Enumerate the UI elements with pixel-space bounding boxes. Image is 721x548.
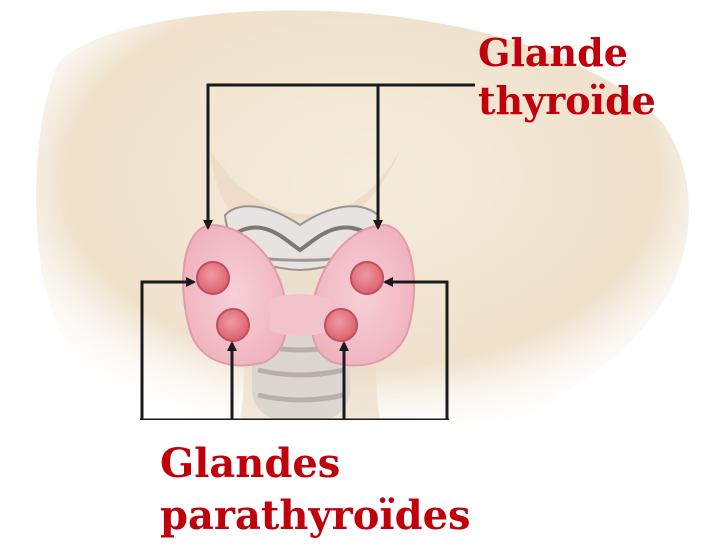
parathyroid-lower-right bbox=[325, 309, 357, 341]
caption-mask bbox=[132, 420, 452, 442]
thyroid-label-line2: thyroïde bbox=[478, 82, 656, 120]
parathyroid-label-line2: parathyroïdes bbox=[160, 496, 471, 536]
parathyroid-upper-right bbox=[351, 262, 383, 294]
thyroid-isthmus bbox=[270, 294, 330, 336]
parathyroid-label-line1: Glandes bbox=[160, 444, 471, 484]
thyroid-label: Glande thyroïde bbox=[478, 34, 656, 130]
thyroid-label-line1: Glande bbox=[478, 34, 656, 72]
parathyroid-lower-left bbox=[217, 309, 249, 341]
parathyroid-label: Glandes parathyroïdes bbox=[160, 444, 471, 548]
parathyroid-upper-left bbox=[197, 262, 229, 294]
